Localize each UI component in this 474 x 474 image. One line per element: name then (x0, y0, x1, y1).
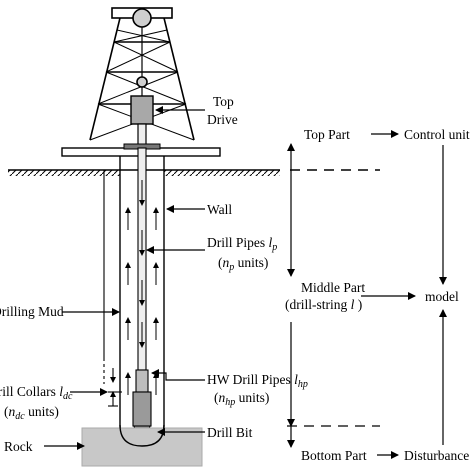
label-rock: Rock (4, 439, 33, 454)
label-drill-pipes-units: (np units) (218, 255, 268, 273)
rock-block (81, 427, 203, 467)
label-top-drive-2: Drive (207, 112, 238, 127)
traveling-block-icon (136, 76, 148, 88)
label-bottom-part: Bottom Part (301, 448, 367, 463)
label-middle-part: Middle Part (301, 280, 365, 295)
crown-pulley-icon (132, 8, 152, 28)
label-drill-pipes: Drill Pipes lp (207, 235, 277, 253)
label-disturbance: Disturbance (404, 448, 469, 463)
label-drill-bit: Drill Bit (207, 425, 253, 440)
mud-flow-arrows (125, 180, 159, 395)
derrick (89, 7, 195, 141)
label-wall: Wall (207, 202, 232, 217)
label-drill-collars-units: (ndc units) (4, 404, 59, 422)
pointer-arrows (44, 106, 205, 450)
label-hw-drill-pipes: HW Drill Pipes lhp (207, 372, 308, 390)
label-drilling-mud: Drilling Mud (0, 304, 64, 319)
top-drive-unit (130, 95, 154, 125)
drill-collars-dimension (108, 368, 122, 407)
label-model: model (425, 289, 459, 304)
label-top-part: Top Part (304, 127, 350, 142)
label-drill-collars: Drill Collars ldc (0, 384, 73, 402)
label-hw-drill-pipes-units: (nhp units) (214, 390, 269, 408)
label-top-drive-1: Top (213, 94, 234, 109)
label-middle-part-2: (drill-string l ) (285, 297, 362, 312)
label-control-unit: Control unit (404, 127, 470, 142)
drill-collar-section (132, 391, 152, 427)
ground-surface (8, 169, 380, 176)
hw-drill-pipe-section (135, 369, 149, 393)
model-flow (287, 130, 447, 459)
